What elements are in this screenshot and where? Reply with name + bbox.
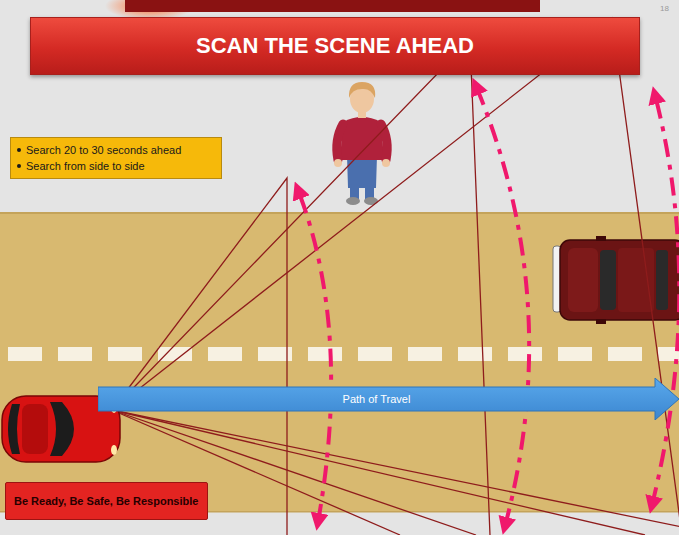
background-part [0, 212, 679, 214]
bullet-row: Search 20 to 30 seconds ahead [17, 142, 215, 158]
motto-box: Be Ready, Be Safe, Be Responsible [5, 482, 208, 520]
lane-dashes-part [358, 347, 392, 361]
pedestrian-part [337, 124, 343, 160]
background-part [0, 213, 679, 512]
red-car-part [8, 404, 20, 454]
bullet-dot [17, 148, 21, 152]
pedestrian-part [349, 82, 375, 98]
red-car-part [111, 445, 117, 455]
top-strip-part [125, 0, 540, 12]
lane-dashes-part [408, 347, 442, 361]
title: SCAN THE SCENE AHEAD [196, 33, 474, 59]
lane-dashes-part [508, 347, 542, 361]
pickup-truck [553, 236, 679, 324]
pedestrian [334, 82, 390, 205]
pickup-truck-part [656, 250, 668, 310]
bullet-row: Search from side to side [17, 158, 215, 174]
red-car-part [50, 402, 74, 456]
tip-box: Search 20 to 30 seconds aheadSearch from… [10, 137, 222, 179]
scan-arrows-part [652, 95, 679, 505]
lane-dashes-part [158, 347, 192, 361]
pickup-truck-part [596, 319, 606, 324]
scan-arrows-part [298, 190, 331, 522]
motto-text: Be Ready, Be Safe, Be Responsible [14, 494, 199, 508]
path-arrow: Path of Travel [98, 378, 679, 420]
page-number: 18 [660, 4, 669, 13]
scan-arrows-part [476, 86, 529, 526]
lane-dashes-part [8, 347, 42, 361]
bullet-text: Search from side to side [26, 158, 145, 174]
pickup-truck-part [618, 248, 654, 312]
pedestrian-part [346, 197, 360, 205]
lane-dashes-part [108, 347, 142, 361]
sight-lines [112, 18, 679, 535]
lane-dashes-part [608, 347, 642, 361]
lane-dashes-part [308, 347, 342, 361]
pickup-truck-part [596, 236, 606, 241]
lane-dashes-part [208, 347, 242, 361]
pickup-truck-part [600, 250, 616, 310]
lane-dashes-part [558, 347, 592, 361]
arrow-outline [98, 378, 679, 420]
pedestrian-part [334, 159, 342, 167]
pickup-truck-part [560, 240, 679, 320]
arrow-label: Path of Travel [98, 387, 655, 411]
red-car-part [22, 404, 48, 454]
lane-dashes-part [58, 347, 92, 361]
bullet-text: Search 20 to 30 seconds ahead [26, 142, 181, 158]
title-banner: SCAN THE SCENE AHEAD [30, 17, 640, 75]
pickup-truck-part [568, 248, 598, 312]
sight-lines-part [112, 18, 679, 535]
pedestrian-part [382, 159, 390, 167]
bullet-dot [17, 164, 21, 168]
scan-arrows [298, 86, 679, 526]
sight-lines-part [112, 40, 490, 535]
lane-dashes [8, 347, 679, 361]
lane-dashes-part [458, 347, 492, 361]
